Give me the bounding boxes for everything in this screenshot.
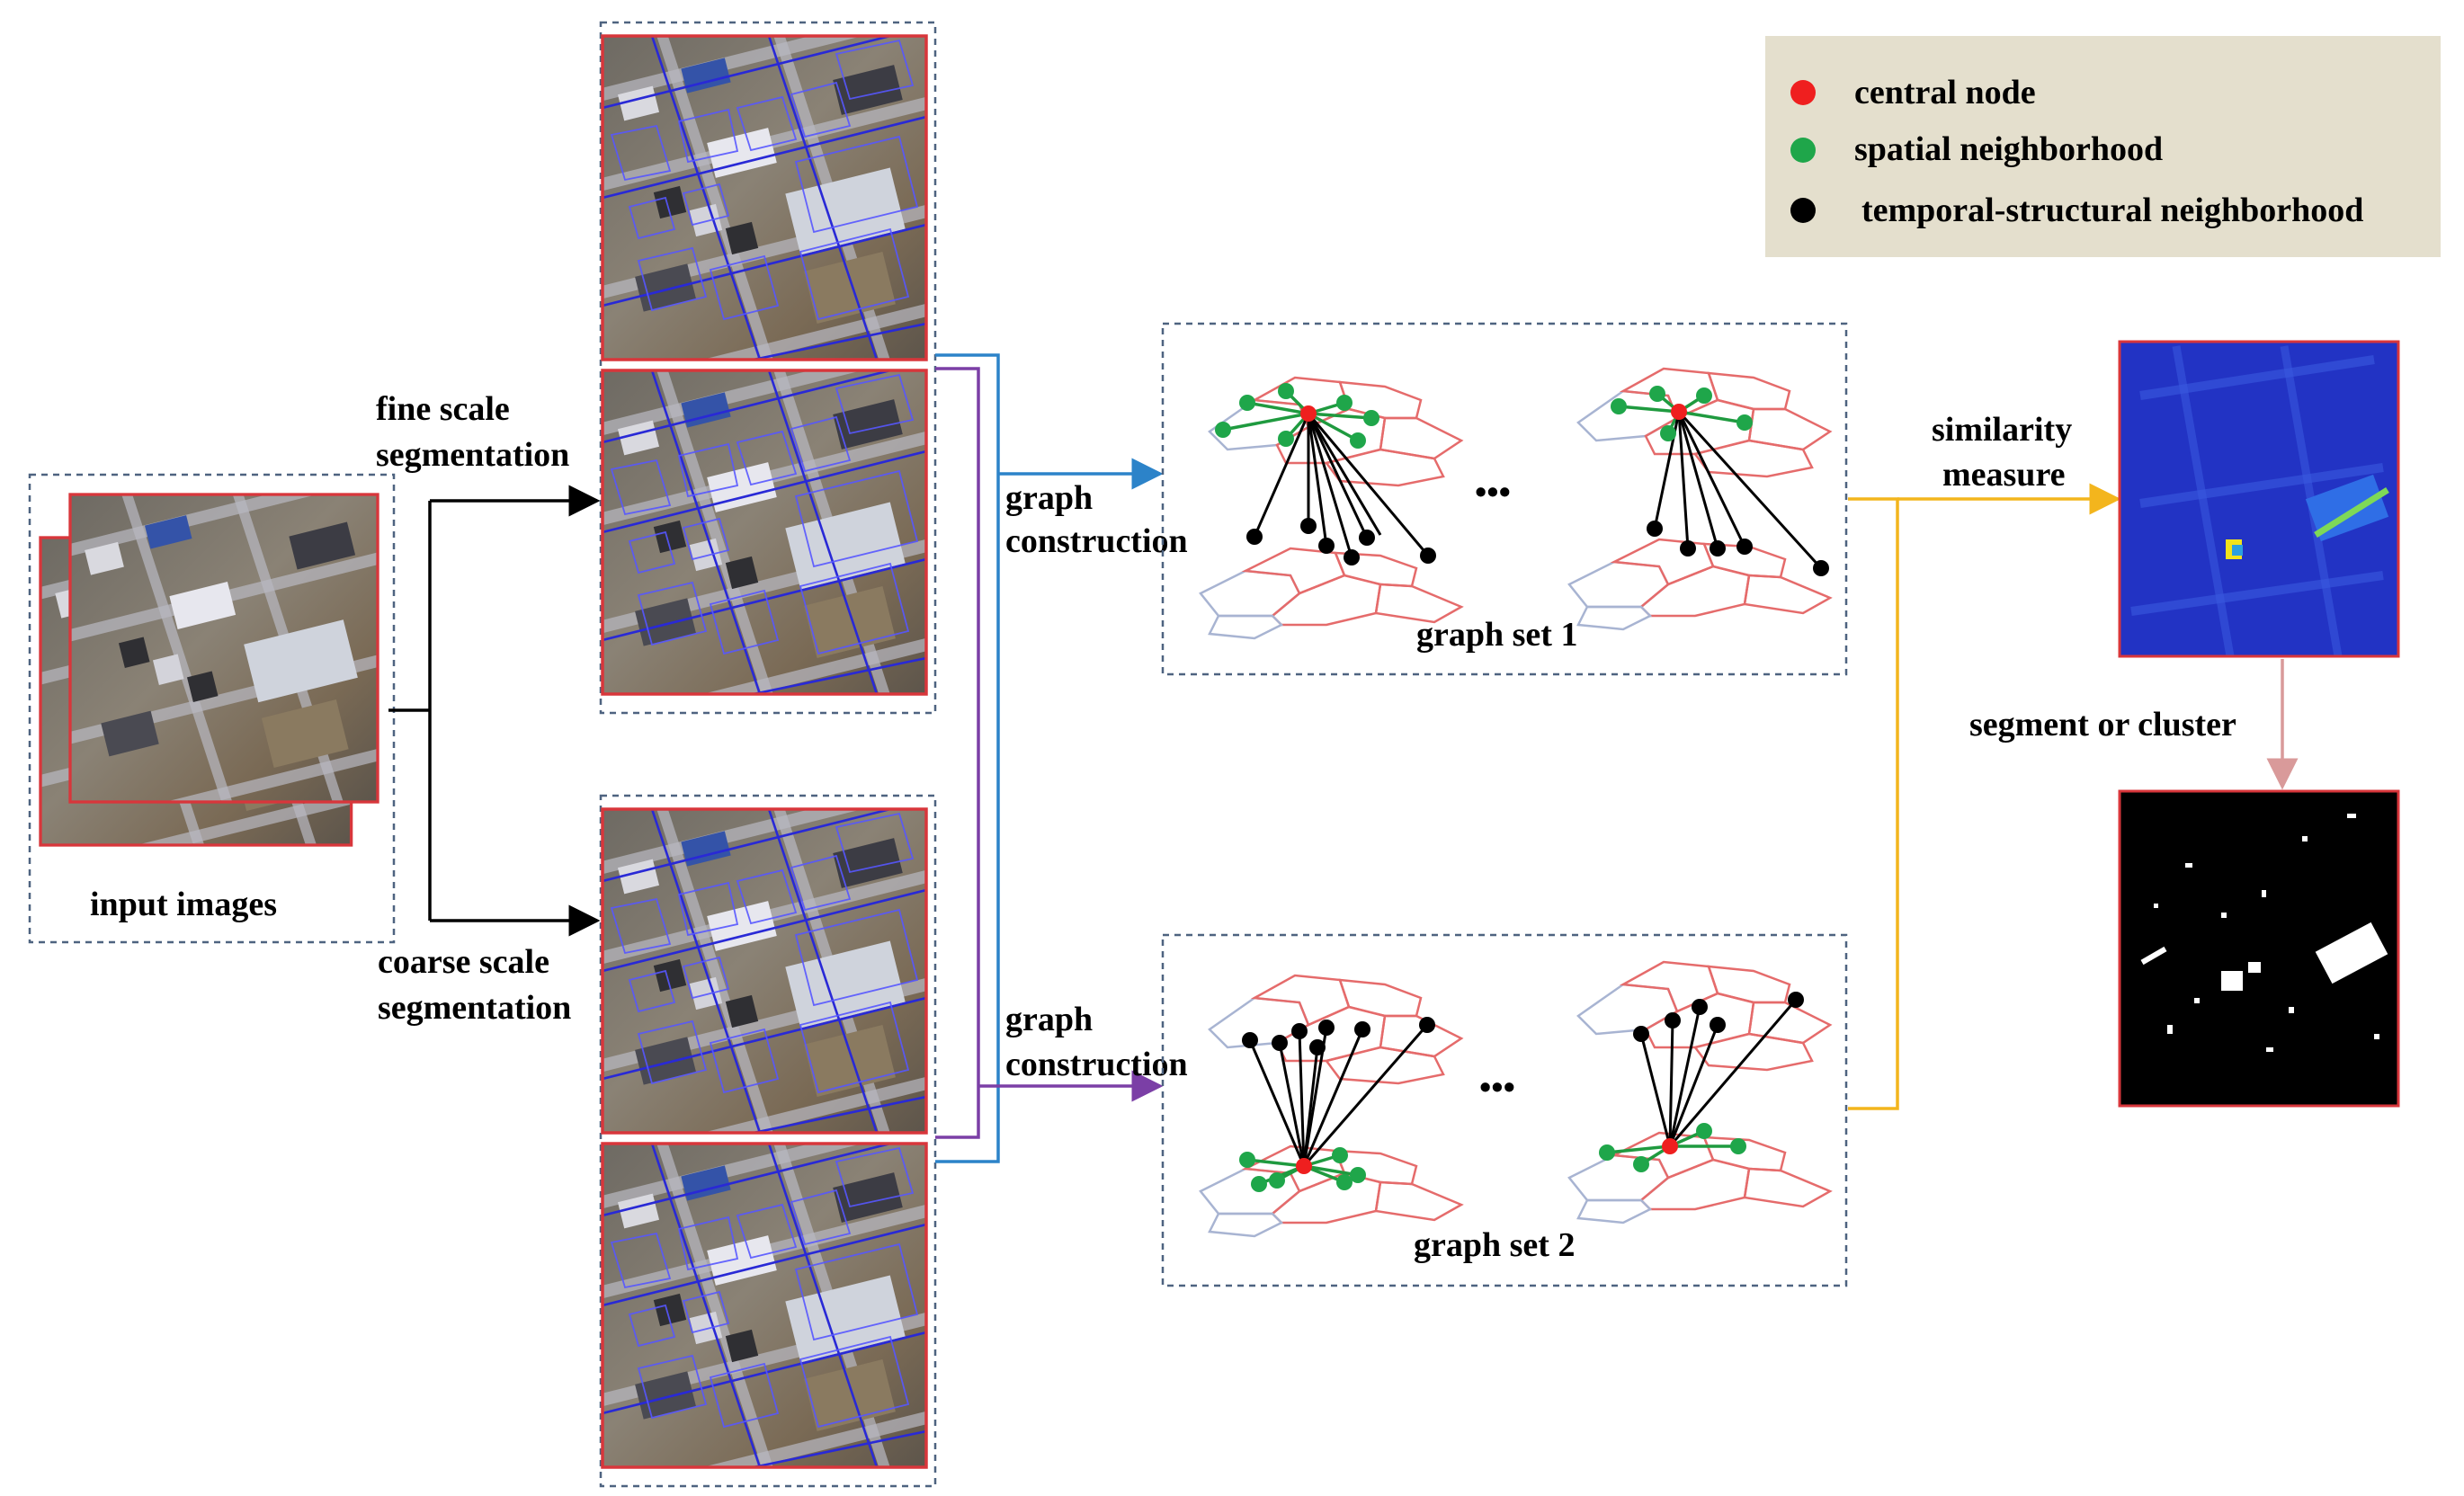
blue-connector [935, 353, 1164, 1163]
graph-1a [1199, 376, 1463, 640]
fine-seg-image-2 [601, 369, 928, 696]
graph-construction-2-label-2: construction [1005, 1046, 1188, 1083]
coarse-scale-label-2: segmentation [378, 989, 571, 1027]
binary-change-map [2118, 789, 2400, 1108]
coarse-seg-image-2 [601, 1142, 928, 1469]
graph-set-1-ellipsis: ••• [1475, 474, 1511, 512]
coarse-seg-image-1 [601, 807, 928, 1135]
spatial-neighborhood-marker-icon [1790, 138, 1816, 163]
legend-spatial-neighborhood: spatial neighborhood [1854, 130, 2163, 168]
graph-set-1-dashed-box [1161, 322, 1848, 676]
fine-scale-label-2: segmentation [376, 436, 569, 474]
fine-seg-image-1 [601, 34, 928, 361]
legend: central node spatial neighborhood tempor… [1765, 36, 2441, 257]
central-node-marker-icon [1790, 80, 1816, 105]
input-images-group: input images [28, 473, 396, 944]
graph-set-2-ellipsis: ••• [1479, 1069, 1515, 1107]
legend-central-node: central node [1854, 74, 2036, 111]
graph-set-1: ••• graph set 1 [1161, 322, 1848, 676]
graph-set-2-dashed-box [1161, 933, 1848, 1287]
fine-scale-label-1: fine scale [376, 390, 510, 428]
graph-set-1-label: graph set 1 [1416, 616, 1577, 654]
split-arrows [388, 485, 601, 937]
graph-construction-1-label-2: construction [1005, 522, 1188, 560]
similarity-label-2: measure [1942, 456, 2066, 494]
yellow-connector [1848, 483, 2121, 1110]
graph-set-2-label: graph set 2 [1414, 1226, 1575, 1264]
graph-2b [1567, 960, 1832, 1224]
coarse-scale-label-1: coarse scale [378, 943, 549, 981]
input-image-front [68, 493, 379, 804]
graph-set-2: ••• graph set 2 [1161, 933, 1848, 1287]
purple-connector [935, 367, 1164, 1139]
similarity-label-1: similarity [1932, 411, 2072, 449]
fine-scale-group [599, 21, 937, 715]
segment-or-cluster-label: segment or cluster [1969, 706, 2236, 744]
coarse-scale-dashed-box [599, 794, 937, 1488]
graph-2a [1199, 974, 1463, 1238]
legend-temporal-structural-neighborhood: temporal-structural neighborhood [1861, 191, 2363, 229]
input-images-label: input images [90, 886, 277, 923]
graph-construction-1-label-1: graph [1005, 479, 1093, 517]
legend-box [1765, 36, 2441, 257]
similarity-heatmap [2118, 340, 2400, 658]
temporal-neighborhood-marker-icon [1790, 198, 1816, 223]
graph-construction-2-label-1: graph [1005, 1001, 1093, 1038]
coarse-scale-group [599, 794, 937, 1488]
input-images-dashed-box [28, 473, 396, 944]
graph-1b [1567, 367, 1832, 631]
